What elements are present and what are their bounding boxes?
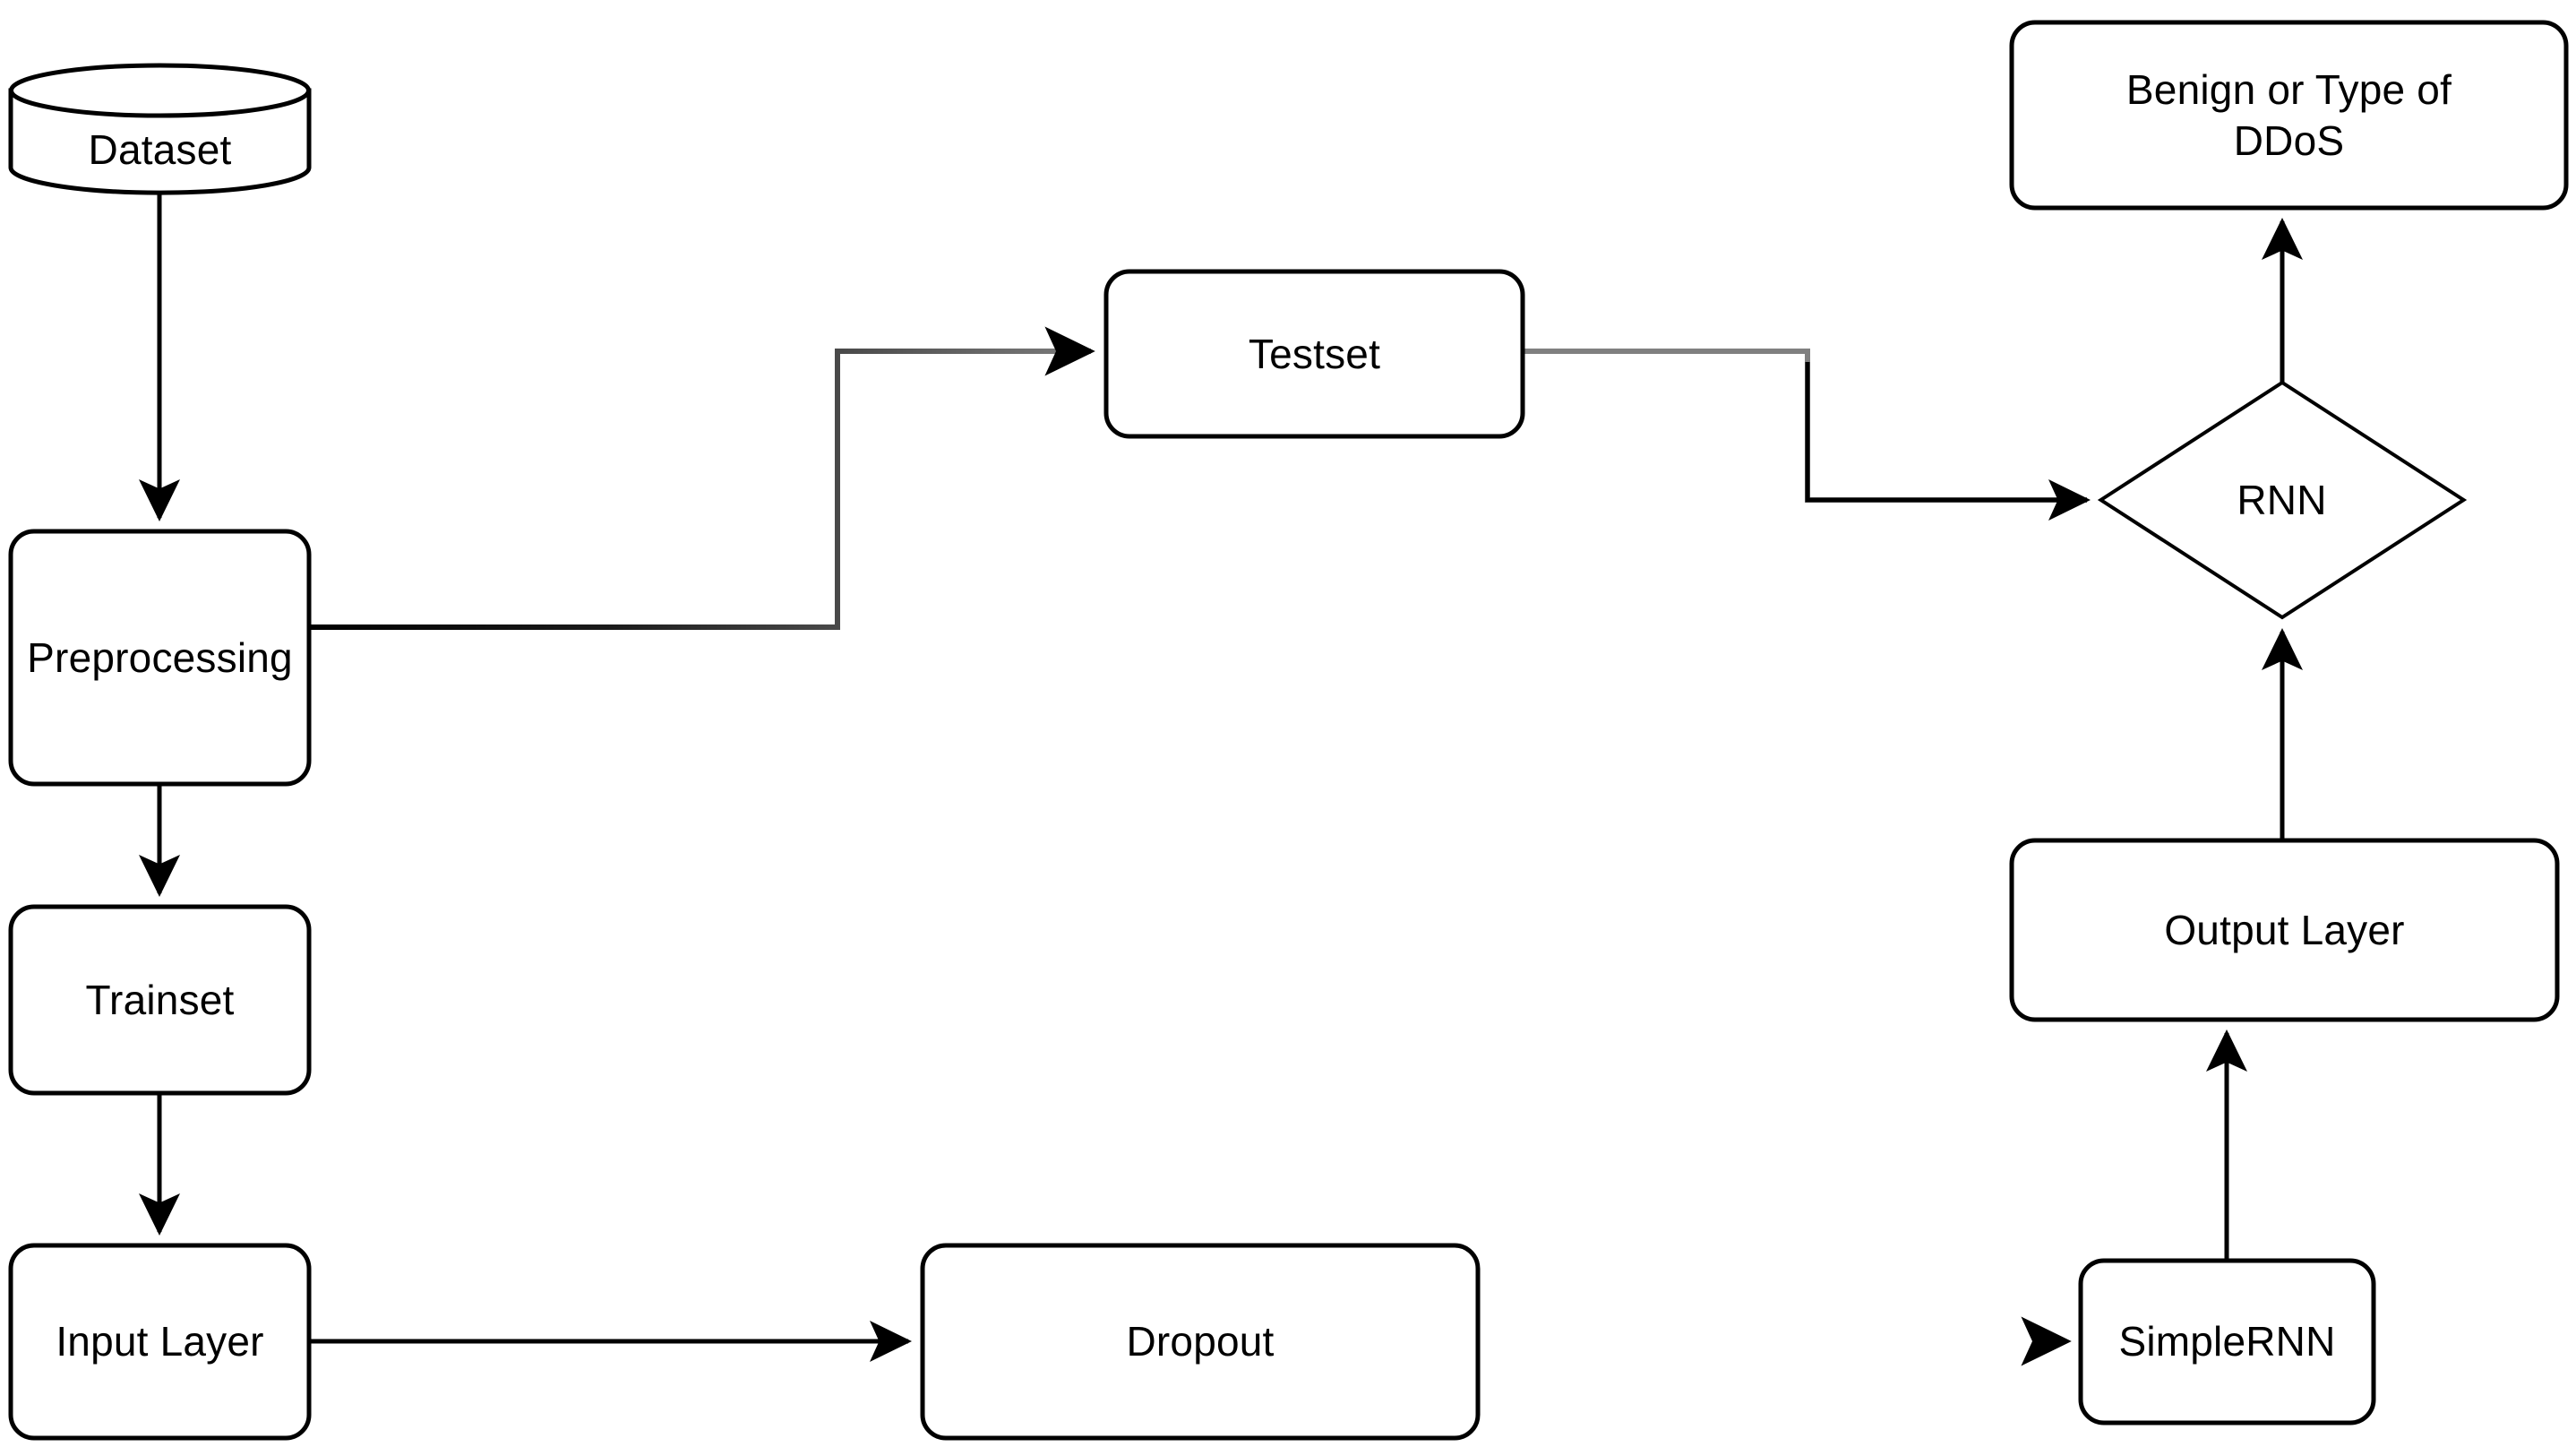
node-dropout[interactable]: [920, 1243, 1481, 1441]
edge-testset-to-rnn: [1523, 349, 2091, 521]
node-input-layer[interactable]: [8, 1243, 312, 1441]
node-rnn[interactable]: [2097, 380, 2468, 620]
node-dataset[interactable]: [8, 63, 312, 195]
node-output-layer[interactable]: [2009, 838, 2560, 1022]
node-testset[interactable]: [1103, 269, 1525, 439]
edge-preprocessing-to-testset: [309, 326, 1095, 630]
node-simplernn[interactable]: [2078, 1258, 2376, 1425]
node-preprocessing[interactable]: [8, 529, 312, 787]
node-trainset[interactable]: [8, 904, 312, 1096]
node-benign-or-ddos[interactable]: [2009, 20, 2569, 211]
